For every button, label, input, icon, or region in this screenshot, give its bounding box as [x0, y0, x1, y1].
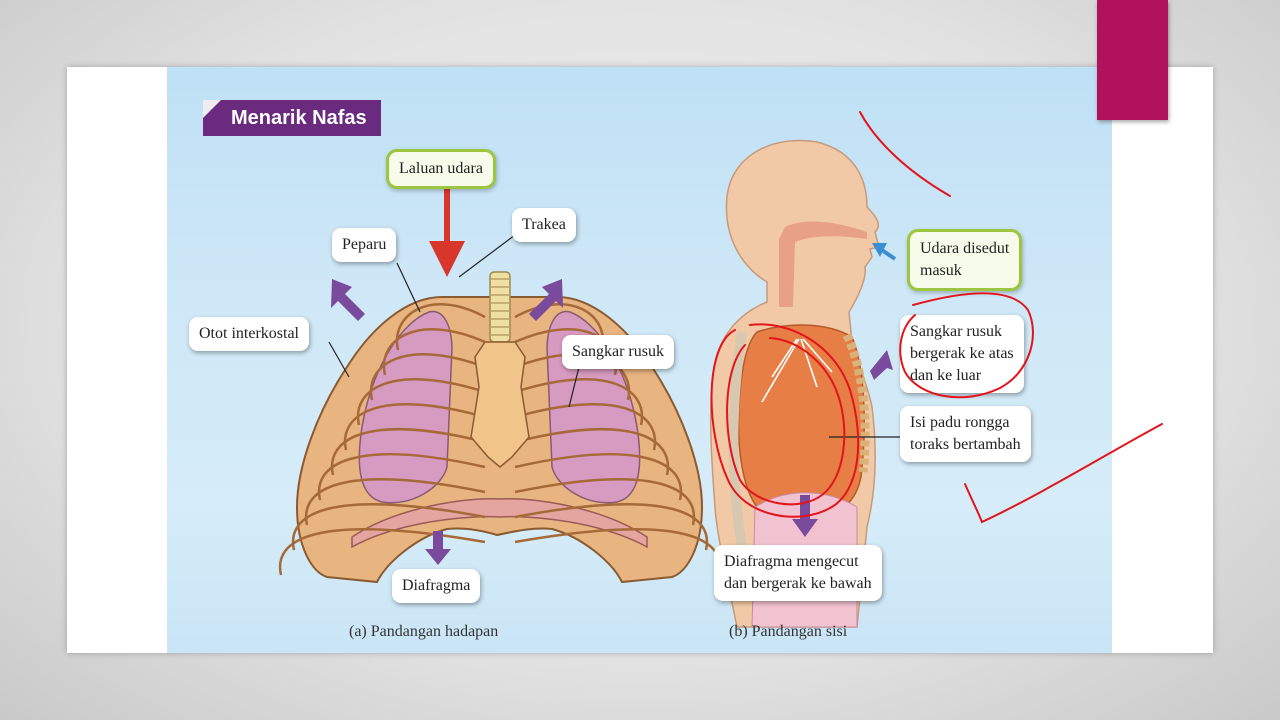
caption-front-view: (a) Pandangan hadapan: [349, 623, 499, 640]
rib-r-7: [514, 453, 683, 501]
caption-side-view: (b) Pandangan sisi: [729, 623, 848, 640]
label-volume: Isi padu rongga toraks bertambah: [900, 406, 1031, 462]
front-leader-lines: [328, 231, 580, 408]
label-air-in-line2: masuk: [920, 262, 962, 279]
label-ribcage-move: Sangkar rusuk bergerak ke atas dan ke lu…: [900, 315, 1024, 393]
rib-r-6: [514, 428, 670, 476]
trachea-sternum: [470, 271, 530, 468]
rib-l-4: [356, 378, 486, 426]
label-ribcage: Sangkar rusuk: [562, 335, 674, 369]
label-diaphragm-move-line2: dan bergerak ke bawah: [724, 575, 872, 592]
label-trachea: Trakea: [512, 208, 576, 242]
ribcage-move-arrow: [870, 350, 893, 380]
rib-r-5: [514, 403, 657, 451]
rib-l-10: [278, 528, 486, 576]
diaphragm-arrow-front: [425, 531, 451, 565]
expand-arrow-left: [331, 279, 365, 321]
rib-r-9: [514, 503, 709, 551]
expand-arrow-right: [529, 279, 563, 321]
rib-l-5: [343, 403, 486, 451]
rib-r-8: [514, 478, 696, 526]
label-diaphragm-move: Diafragma mengecut dan bergerak ke bawah: [714, 545, 882, 601]
label-ribcage-move-line2: bergerak ke atas: [910, 345, 1014, 362]
rib-l-2: [382, 328, 486, 376]
air-in-arrowhead: [872, 243, 887, 257]
label-intercostal: Otot interkostal: [189, 317, 309, 351]
label-volume-line2: toraks bertambah: [910, 436, 1021, 453]
label-volume-line1: Isi padu rongga: [910, 414, 1010, 431]
figure-title: Menarik Nafas: [203, 100, 381, 136]
rib-r-4: [514, 378, 644, 426]
rib-l-9: [291, 503, 486, 551]
label-diaphragm: Diafragma: [392, 569, 481, 603]
rib-l-6: [330, 428, 486, 476]
label-ribcage-move-line1: Sangkar rusuk: [910, 323, 1002, 340]
label-air-in: Udara disedut masuk: [907, 229, 1023, 291]
label-air-in-line1: Udara disedut: [920, 240, 1010, 257]
accent-tab: [1097, 0, 1168, 120]
rib-l-7: [317, 453, 486, 501]
breathing-diagram: Menarik Nafas Laluan udara Trakea Peparu…: [167, 67, 1112, 653]
rib-l-3: [369, 353, 486, 401]
label-airway: Laluan udara: [386, 149, 496, 189]
label-diaphragm-move-line1: Diafragma mengecut: [724, 553, 859, 570]
label-lungs: Peparu: [332, 228, 397, 262]
rib-l-8: [304, 478, 486, 526]
label-ribcage-move-line3: dan ke luar: [910, 367, 982, 384]
